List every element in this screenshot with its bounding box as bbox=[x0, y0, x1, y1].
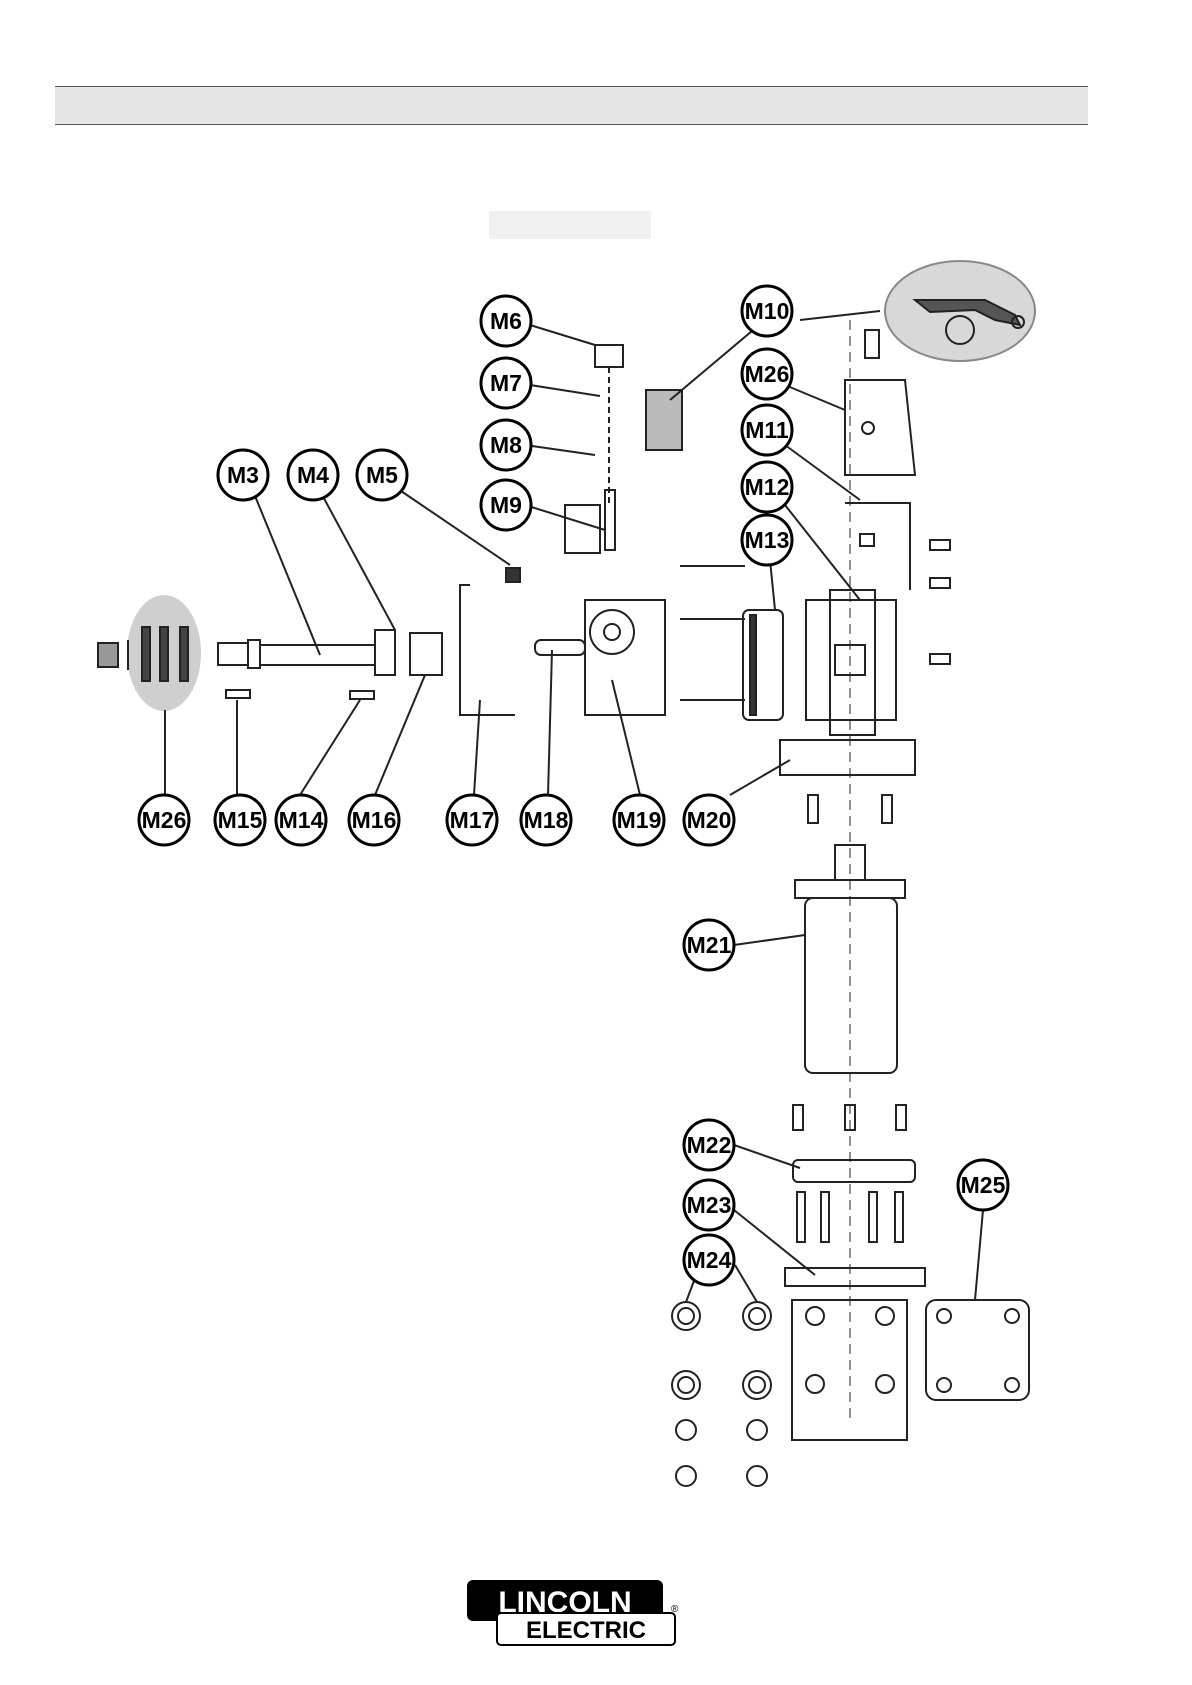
callout-m11: M11 bbox=[742, 405, 792, 455]
logo-bottom-text: ELECTRIC bbox=[526, 1617, 646, 1644]
callout-m5: M5 bbox=[357, 450, 407, 500]
callout-m15: M15 bbox=[215, 795, 265, 845]
svg-text:M20: M20 bbox=[687, 807, 732, 833]
callout-m16: M16 bbox=[349, 795, 399, 845]
svg-text:M16: M16 bbox=[352, 807, 397, 833]
bracket bbox=[460, 585, 515, 715]
callout-m25: M25 bbox=[958, 1160, 1008, 1210]
svg-text:M6: M6 bbox=[490, 308, 522, 334]
svg-text:M12: M12 bbox=[745, 474, 790, 500]
callout-m20: M20 bbox=[684, 795, 734, 845]
svg-text:M9: M9 bbox=[490, 492, 522, 518]
callout-m26-left: M26 bbox=[139, 795, 189, 845]
svg-text:M11: M11 bbox=[745, 417, 789, 443]
svg-text:M7: M7 bbox=[490, 370, 522, 396]
callout-m6: M6 bbox=[481, 296, 531, 346]
callout-m7: M7 bbox=[481, 358, 531, 408]
callout-m23: M23 bbox=[684, 1180, 734, 1230]
callout-m13: M13 bbox=[742, 515, 792, 565]
svg-text:M14: M14 bbox=[279, 807, 324, 833]
svg-text:M10: M10 bbox=[745, 298, 790, 324]
svg-text:M19: M19 bbox=[617, 807, 662, 833]
svg-text:M26: M26 bbox=[745, 361, 790, 387]
svg-text:M15: M15 bbox=[218, 807, 263, 833]
callout-m22: M22 bbox=[684, 1120, 734, 1170]
svg-text:M21: M21 bbox=[687, 932, 732, 958]
feed-body bbox=[506, 345, 745, 715]
lincoln-electric-logo: LINCOLN ® ELECTRIC bbox=[467, 1580, 679, 1645]
nuts bbox=[672, 1302, 771, 1486]
svg-text:M22: M22 bbox=[687, 1132, 732, 1158]
svg-text:M24: M24 bbox=[687, 1247, 732, 1273]
callout-m24: M24 bbox=[684, 1235, 734, 1285]
callout-m9: M9 bbox=[481, 480, 531, 530]
callout-m21: M21 bbox=[684, 920, 734, 970]
svg-text:M26: M26 bbox=[142, 807, 187, 833]
svg-text:M25: M25 bbox=[961, 1172, 1006, 1198]
callout-m3: M3 bbox=[218, 450, 268, 500]
svg-text:M13: M13 bbox=[745, 527, 790, 553]
callout-m26-top: M26 bbox=[742, 349, 792, 399]
callout-m19: M19 bbox=[614, 795, 664, 845]
svg-text:M5: M5 bbox=[366, 462, 398, 488]
svg-text:M8: M8 bbox=[490, 432, 522, 458]
svg-text:M4: M4 bbox=[297, 462, 329, 488]
motor bbox=[793, 320, 915, 1420]
callout-m10: M10 bbox=[742, 286, 792, 336]
callout-m18: M18 bbox=[521, 795, 571, 845]
svg-text:M17: M17 bbox=[450, 807, 495, 833]
callout-m14: M14 bbox=[276, 795, 326, 845]
svg-text:M18: M18 bbox=[524, 807, 569, 833]
svg-text:M3: M3 bbox=[227, 462, 259, 488]
callout-m8: M8 bbox=[481, 420, 531, 470]
mount-plates bbox=[785, 1268, 1029, 1440]
callout-m12: M12 bbox=[742, 462, 792, 512]
svg-text:M23: M23 bbox=[687, 1192, 732, 1218]
callout-m4: M4 bbox=[288, 450, 338, 500]
callout-m17: M17 bbox=[447, 795, 497, 845]
